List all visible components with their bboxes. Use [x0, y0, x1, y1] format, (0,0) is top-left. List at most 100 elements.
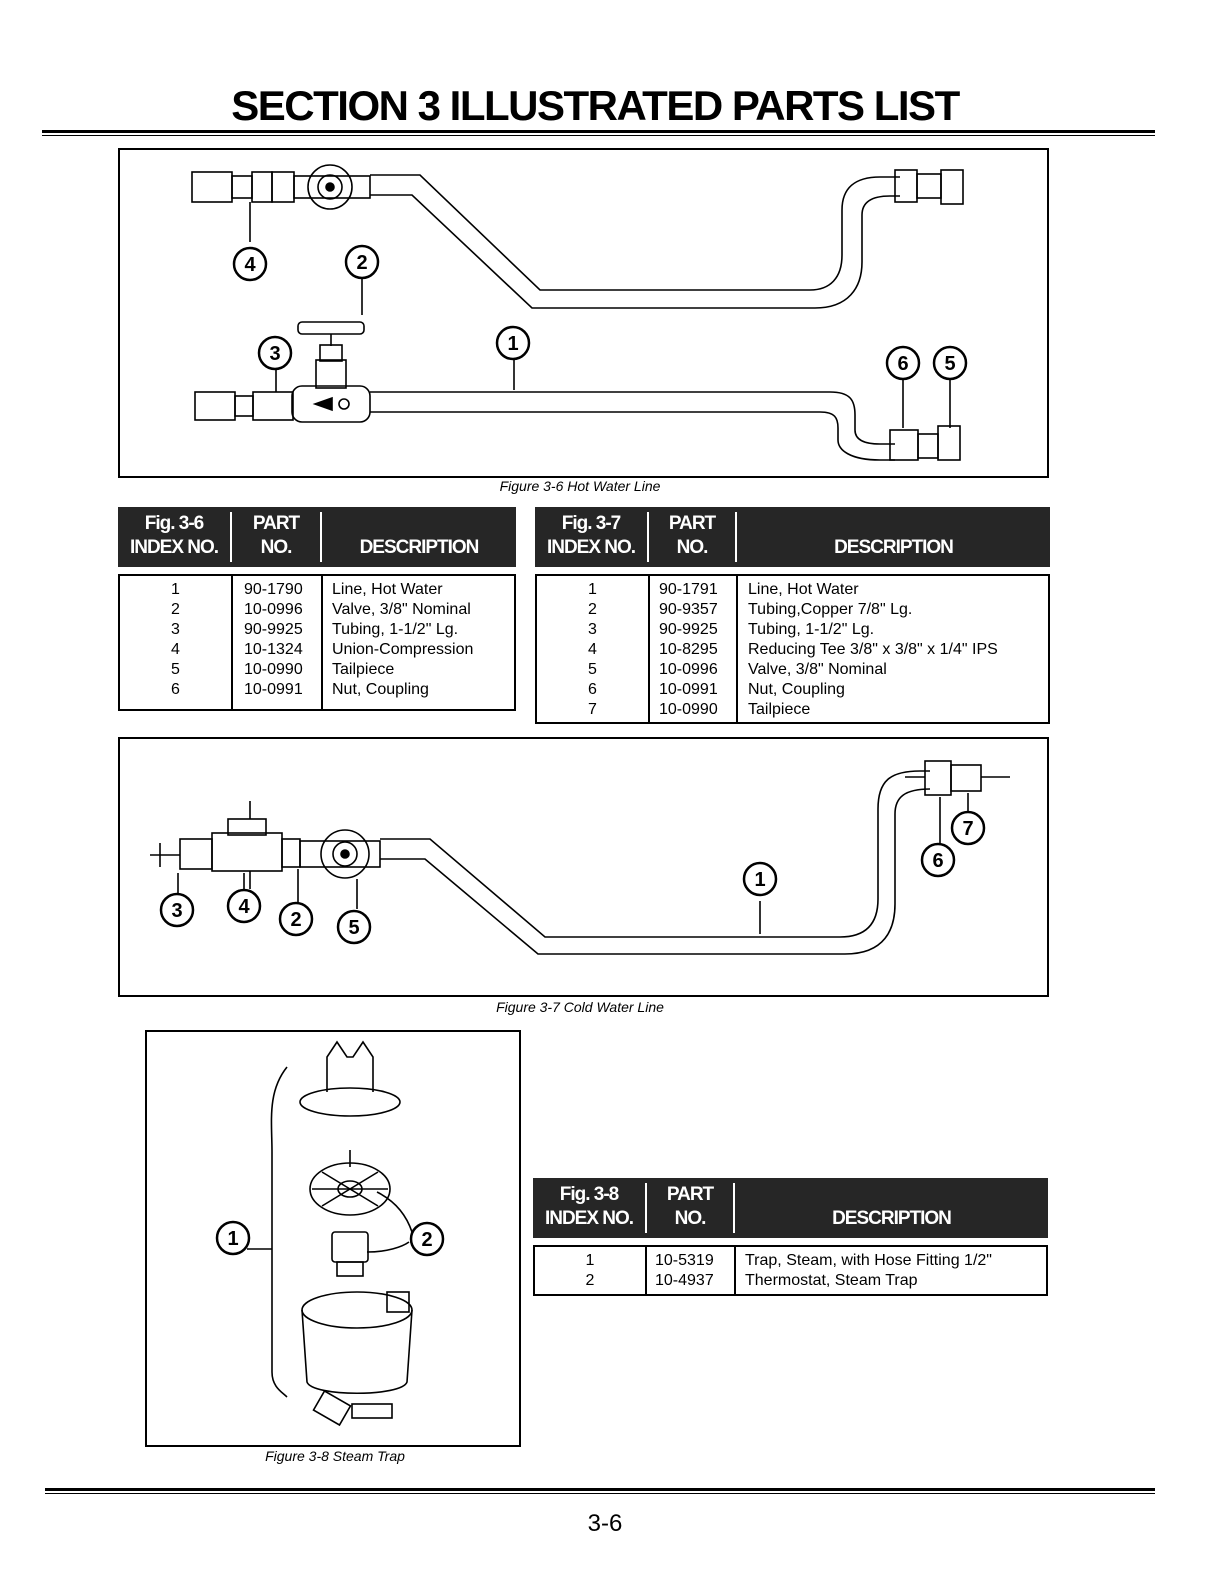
callout-4-circle	[226, 888, 262, 924]
callout-2: 2	[290, 909, 301, 931]
page-number: 3-6	[587, 1510, 623, 1537]
t36-h-index-l1: Fig. 3-6	[144, 513, 205, 534]
callout-2: 2	[421, 1229, 432, 1251]
cell-desc: Nut, Coupling	[748, 681, 845, 698]
cell-part: 10-0990	[244, 661, 303, 678]
cell-desc: Tubing,Copper 7/8" Lg.	[748, 601, 913, 618]
cell-desc: Union-Compression	[332, 641, 474, 658]
cell-part: 10-1324	[244, 641, 303, 658]
page-title: SECTION 3 ILLUSTRATED PARTS LIST	[231, 82, 960, 129]
cell-part: 90-1790	[244, 581, 303, 598]
footer-rule-thin	[45, 1493, 1155, 1494]
cell-index: 2	[171, 601, 180, 618]
cell-index: 2	[585, 1272, 595, 1289]
callout-1: 1	[754, 869, 765, 891]
t38-h-part-l1: PART	[666, 1184, 714, 1205]
t38-h-index-l2: INDEX NO.	[544, 1208, 634, 1229]
figure-hot-water-line: 4 2 3 1 6 5	[118, 148, 1049, 478]
callout-3-circle	[257, 335, 293, 371]
cell-index: 6	[171, 681, 180, 698]
cell-part: 90-9357	[659, 601, 718, 618]
cell-index: 3	[588, 621, 597, 638]
fig37-caption: Figure 3-7 Cold Water Line	[496, 999, 664, 1015]
callout-1-circle	[215, 1220, 251, 1256]
callout-5-circle	[336, 909, 372, 945]
table36-header: Fig. 3-6 INDEX NO. PART NO. DESCRIPTION	[118, 507, 516, 567]
fig38-caption: Figure 3-8 Steam Trap	[265, 1448, 405, 1464]
callout-6-circle	[920, 842, 956, 878]
callout-5: 5	[944, 353, 955, 375]
cell-desc: Line, Hot Water	[332, 581, 443, 598]
cell-desc: Valve, 3/8" Nominal	[748, 661, 887, 678]
callout-3: 3	[171, 900, 182, 922]
cell-index: 1	[171, 581, 180, 598]
t37-h-part-l2: NO.	[676, 537, 709, 558]
table37-header: Fig. 3-7 INDEX NO. PART NO. DESCRIPTION	[535, 507, 1050, 567]
t36-h-part-l2: NO.	[260, 537, 293, 558]
cell-index: 5	[588, 661, 597, 678]
t38-h-part-l2: NO.	[674, 1208, 707, 1229]
cell-desc: Tubing, 1-1/2" Lg.	[332, 621, 459, 638]
cell-part: 10-5319	[655, 1252, 714, 1269]
table-row: 2 10-0996 Valve, 3/8" Nominal	[120, 600, 514, 620]
callout-3-circle	[159, 892, 195, 928]
cell-part: 90-1791	[659, 581, 718, 598]
t37-h-desc: DESCRIPTION	[834, 537, 954, 558]
t38-h-index-l1: Fig. 3-8	[559, 1184, 620, 1205]
cell-index: 1	[585, 1252, 595, 1269]
fig36-callouts: 4 2 3 1 6 5	[232, 244, 968, 381]
cell-part: 10-0991	[659, 681, 718, 698]
callout-6-circle	[885, 345, 921, 381]
cell-part: 10-0991	[244, 681, 303, 698]
cell-desc: Valve, 3/8" Nominal	[332, 601, 471, 618]
callout-5: 5	[348, 917, 359, 939]
table-row: 3 90-9925 Tubing, 1-1/2" Lg.	[120, 620, 514, 640]
t36-h-part-l1: PART	[252, 513, 300, 534]
callout-2-circle	[344, 244, 380, 280]
cell-index: 4	[588, 641, 597, 658]
cell-part: 10-0990	[659, 701, 718, 718]
table-row: 4 10-1324 Union-Compression	[120, 640, 514, 660]
t37-h-part-l1: PART	[668, 513, 716, 534]
callout-4: 4	[244, 254, 256, 276]
cold-water-line-drawing: 3 4 2 5 1 6 7	[150, 760, 1010, 955]
callout-5-circle	[932, 345, 968, 381]
hot-water-line-drawing: 4 2 3 1 6 5	[191, 164, 968, 461]
cell-part: 90-9925	[244, 621, 303, 638]
callout-7-circle	[950, 810, 986, 846]
callout-6: 6	[897, 353, 908, 375]
fig37-callouts: 3 4 2 5 1 6 7	[159, 810, 986, 945]
steam-trap-drawing: 1 2	[215, 1040, 445, 1427]
cell-desc: Tubing, 1-1/2" Lg.	[748, 621, 875, 638]
cell-part: 10-0996	[244, 601, 303, 618]
title-rule	[42, 130, 1155, 133]
t38-h-desc: DESCRIPTION	[832, 1208, 952, 1229]
t36-h-desc: DESCRIPTION	[359, 537, 480, 558]
footer-rule	[45, 1488, 1155, 1491]
callout-1: 1	[227, 1228, 238, 1250]
callout-1-circle	[495, 325, 531, 361]
cell-index: 4	[171, 641, 180, 658]
cell-part: 10-8295	[659, 641, 718, 658]
callout-4-circle	[232, 246, 268, 282]
callout-1: 1	[507, 333, 518, 355]
figure-steam-trap: 1 2	[145, 1030, 521, 1447]
cell-index: 3	[171, 621, 180, 638]
fig36-caption: Figure 3-6 Hot Water Line	[499, 478, 661, 494]
cell-desc: Tailpiece	[332, 661, 395, 678]
table38-header: Fig. 3-8 INDEX NO. PART NO. DESCRIPTION	[533, 1178, 1048, 1238]
cell-desc: Line, Hot Water	[748, 581, 859, 598]
callout-2-circle	[278, 901, 314, 937]
callout-2-circle	[409, 1221, 445, 1257]
t36-h-index-l2: INDEX NO.	[129, 537, 219, 558]
